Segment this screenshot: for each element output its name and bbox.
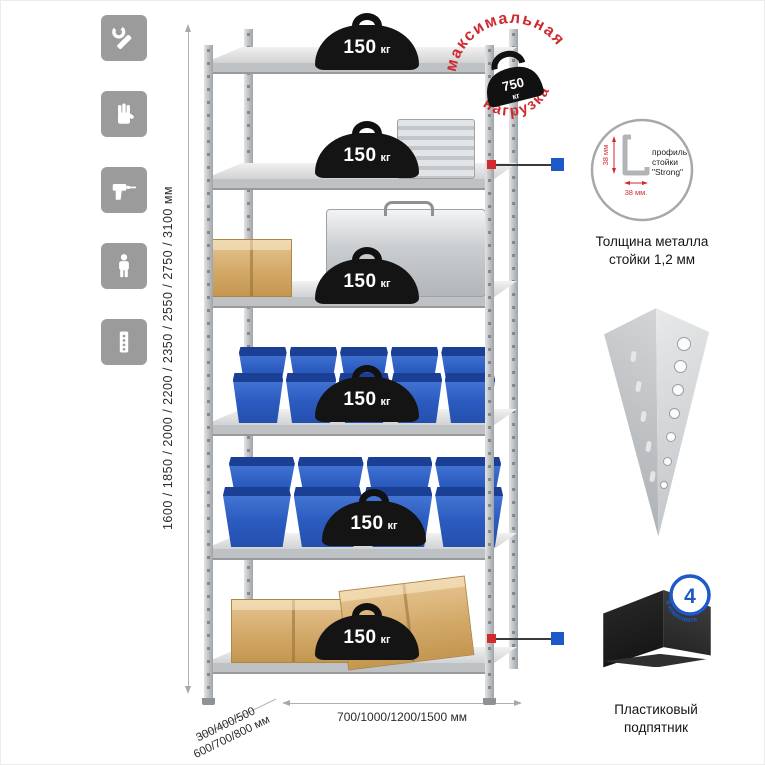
- connector-marker-blue: [551, 632, 564, 645]
- profile-caption-line1: Толщина металла: [595, 234, 709, 249]
- drill-icon: [101, 167, 147, 213]
- connector-line: [495, 164, 553, 166]
- profile-caption: Толщина металла стойки 1,2 мм: [577, 233, 727, 268]
- shelf-load-unit: кг: [380, 152, 391, 164]
- shelf-load-unit: кг: [380, 634, 391, 646]
- foot-caption-line1: Пластиковый: [614, 702, 698, 717]
- shelf-load-unit: кг: [380, 44, 391, 56]
- rack-post-front-left: [204, 45, 213, 699]
- perforated-post-glyph: [119, 331, 129, 353]
- post-hole: [666, 432, 676, 442]
- profile-dim-horizontal: 38 мм.: [625, 188, 648, 197]
- connector-marker-red: [487, 160, 496, 169]
- height-dimension-line: [185, 24, 191, 694]
- profile-label-line1: профиль: [652, 147, 688, 157]
- profile-caption-line2: стойки 1,2 мм: [608, 251, 696, 267]
- depth-dimension-label: 300/400/500 600/700/800 мм: [167, 691, 291, 764]
- storage-bin: [223, 487, 291, 547]
- angle-post-image: [597, 301, 715, 539]
- max-load-stamp: максимальная нагрузка 750 кг: [424, 0, 596, 158]
- wrench-icon: [101, 15, 147, 61]
- case-handle: [384, 201, 434, 216]
- shelf-load-value: 150: [343, 270, 377, 292]
- quantity-badge-graphic: 4 в комплекте: [664, 574, 711, 624]
- shelf-load-value: 150: [343, 144, 377, 166]
- profile-label-line3: "Strong": [652, 167, 683, 177]
- shelf-front-edge: [204, 549, 494, 560]
- shelf-load-unit: кг: [380, 278, 391, 290]
- post-profile-graphic: 38 мм 38 мм. профиль стойки "Strong": [590, 118, 694, 222]
- foot-caption-line2: подпятник: [623, 719, 689, 735]
- shelf-load-unit: кг: [380, 396, 391, 408]
- profile-cross-section: [622, 134, 650, 176]
- rack-post-back-right: [509, 29, 518, 669]
- post-hole: [672, 384, 684, 396]
- width-dimension-line: [282, 699, 522, 706]
- max-load-value: 750: [501, 74, 526, 94]
- profile-label-line2: стойки: [652, 157, 678, 167]
- max-load-unit: кг: [511, 91, 521, 102]
- connector-marker-blue: [551, 158, 564, 171]
- quantity-badge: 4 в комплекте: [659, 567, 721, 634]
- shelf-load-value: 150: [343, 388, 377, 410]
- post-foot: [483, 698, 496, 705]
- post-hole: [660, 481, 668, 489]
- shelf-load-value: 150: [343, 626, 377, 648]
- stamp-weight-handle: [491, 50, 526, 71]
- post-hole: [669, 408, 680, 419]
- shelf-load-value: 150: [350, 512, 384, 534]
- quantity-value: 4: [684, 585, 696, 608]
- post-foot: [202, 698, 215, 705]
- svg-text:максимальная: максимальная: [431, 0, 571, 77]
- perforated-post-icon: [101, 319, 147, 365]
- wrench-glyph: [112, 23, 132, 50]
- height-dimension-label: 1600 / 1850 / 2000 / 2200 / 2350 / 2550 …: [161, 185, 175, 531]
- post-hole: [677, 337, 691, 351]
- glove-icon: [101, 91, 147, 137]
- storage-bin: [233, 373, 283, 423]
- foot-caption: Пластиковый подпятник: [581, 701, 731, 736]
- drill-glyph: [112, 184, 136, 200]
- glove-glyph: [118, 103, 134, 124]
- person-icon: [101, 243, 147, 289]
- rack-post-front-right: [485, 45, 494, 699]
- shelf-front-edge: [204, 425, 494, 436]
- post-hole: [663, 457, 672, 466]
- stamp-weight-body: [487, 66, 544, 108]
- connector-line: [495, 638, 553, 640]
- post-hole: [674, 360, 687, 373]
- post-profile-diagram: 38 мм 38 мм. профиль стойки "Strong": [589, 117, 695, 223]
- profile-dim-vertical: 38 мм: [601, 145, 610, 166]
- stamp-arc-top-text: максимальная: [431, 1, 571, 77]
- shelf-front-edge: [204, 179, 494, 190]
- person-glyph: [119, 254, 129, 278]
- shelf-load-unit: кг: [387, 520, 398, 532]
- max-load-stamp-graphic: максимальная нагрузка 750 кг: [431, 0, 571, 128]
- width-dimension-label: 700/1000/1200/1500 мм: [337, 710, 467, 724]
- shelf-load-value: 150: [343, 36, 377, 58]
- connector-marker-red: [487, 634, 496, 643]
- cardboard-box: [208, 239, 292, 297]
